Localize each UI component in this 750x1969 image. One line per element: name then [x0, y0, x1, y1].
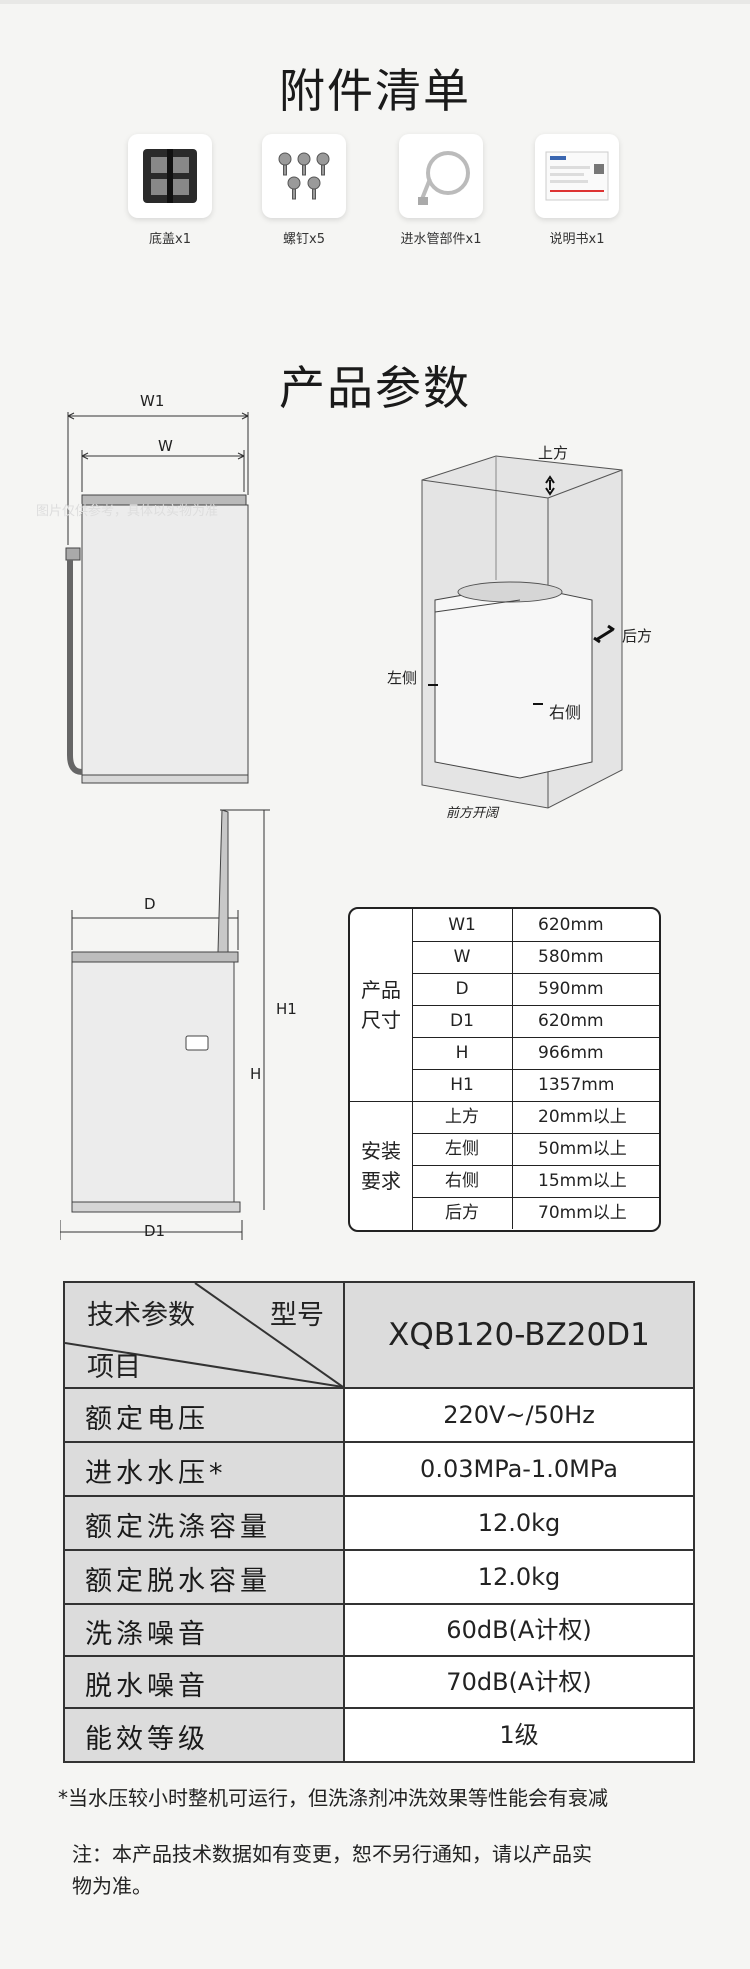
spec-header-cell: 技术参数 型号 项目: [65, 1283, 345, 1387]
group-install-req: 安装要求: [350, 1102, 413, 1230]
row-label: 额定洗涤容量: [85, 1512, 271, 1543]
top-divider: [0, 0, 750, 4]
row-value: 0.03MPa-1.0MPa: [420, 1455, 618, 1483]
front-view-diagram: [65, 412, 249, 784]
model-number: XQB120-BZ20D1: [388, 1317, 650, 1353]
row-label: 进水水压*: [85, 1458, 227, 1489]
row-value: 1级: [499, 1721, 539, 1749]
base-cover-icon: [128, 134, 212, 218]
row-label: 能效等级: [85, 1724, 209, 1755]
screws-icon: [262, 134, 346, 218]
h-label: H: [250, 1065, 262, 1083]
accessory-inlet-hose: 进水管部件x1: [366, 134, 516, 247]
accessory-label: 螺钉x5: [283, 232, 325, 247]
accessories-title: 附件清单: [279, 64, 471, 118]
accessory-base-cover: 底盖x1: [95, 134, 245, 247]
h1-label: H1: [276, 1000, 297, 1018]
pressure-note: *当水压较小时整机可运行，但洗涤剂冲洗效果等性能会有衰减: [58, 1786, 608, 1810]
row-value: 70dB(A计权): [446, 1668, 592, 1696]
header-diagonal: [65, 1283, 343, 1387]
accessory-label: 底盖x1: [149, 232, 191, 247]
spec-table: 技术参数 型号 项目 XQB120-BZ20D1 额定电压 220V~/50Hz…: [63, 1281, 695, 1763]
clear-back-label: 后方: [622, 627, 653, 645]
row-label: 洗涤噪音: [85, 1619, 209, 1650]
side-view-diagram: [60, 809, 270, 1240]
header-model: 型号: [270, 1300, 324, 1331]
d-label: D: [144, 895, 156, 913]
clear-front-label: 前方开阔: [446, 806, 499, 821]
row-label: 额定脱水容量: [85, 1566, 271, 1597]
header-item: 项目: [87, 1352, 141, 1383]
accessory-screws: 螺钉x5: [229, 134, 379, 247]
spec-model-cell: XQB120-BZ20D1: [345, 1283, 693, 1387]
inlet-hose-icon: [399, 134, 483, 218]
disclaimer-note: 注：本产品技术数据如有变更，恕不另行通知，请以产品实 物为准。: [72, 1842, 592, 1898]
accessory-label: 进水管部件x1: [400, 232, 482, 247]
d1-label: D1: [144, 1222, 166, 1240]
accessory-manual: 说明书x1: [502, 134, 652, 247]
row-label: 脱水噪音: [85, 1671, 209, 1702]
group-product-size: 产品尺寸: [350, 909, 413, 1102]
row-value: 60dB(A计权): [446, 1616, 592, 1644]
row-value: 12.0kg: [477, 1563, 561, 1591]
w1-label: W1: [140, 392, 165, 410]
clear-left-label: 左侧: [387, 669, 418, 687]
manual-icon: [535, 134, 619, 218]
clear-top-label: 上方: [538, 444, 569, 462]
params-title: 产品参数: [279, 361, 471, 415]
w-label: W: [158, 437, 173, 455]
row-label: 额定电压: [85, 1404, 209, 1435]
watermark: 图片仅供参考，具体以实物为准: [36, 504, 219, 519]
header-tech-params: 技术参数: [87, 1300, 195, 1331]
accessory-label: 说明书x1: [549, 232, 605, 247]
clear-right-label: 右侧: [549, 703, 582, 722]
row-value: 12.0kg: [477, 1509, 561, 1537]
clearance-diagram: [421, 455, 623, 809]
row-value: 220V~/50Hz: [443, 1401, 595, 1429]
row-divider: [65, 1387, 693, 1389]
